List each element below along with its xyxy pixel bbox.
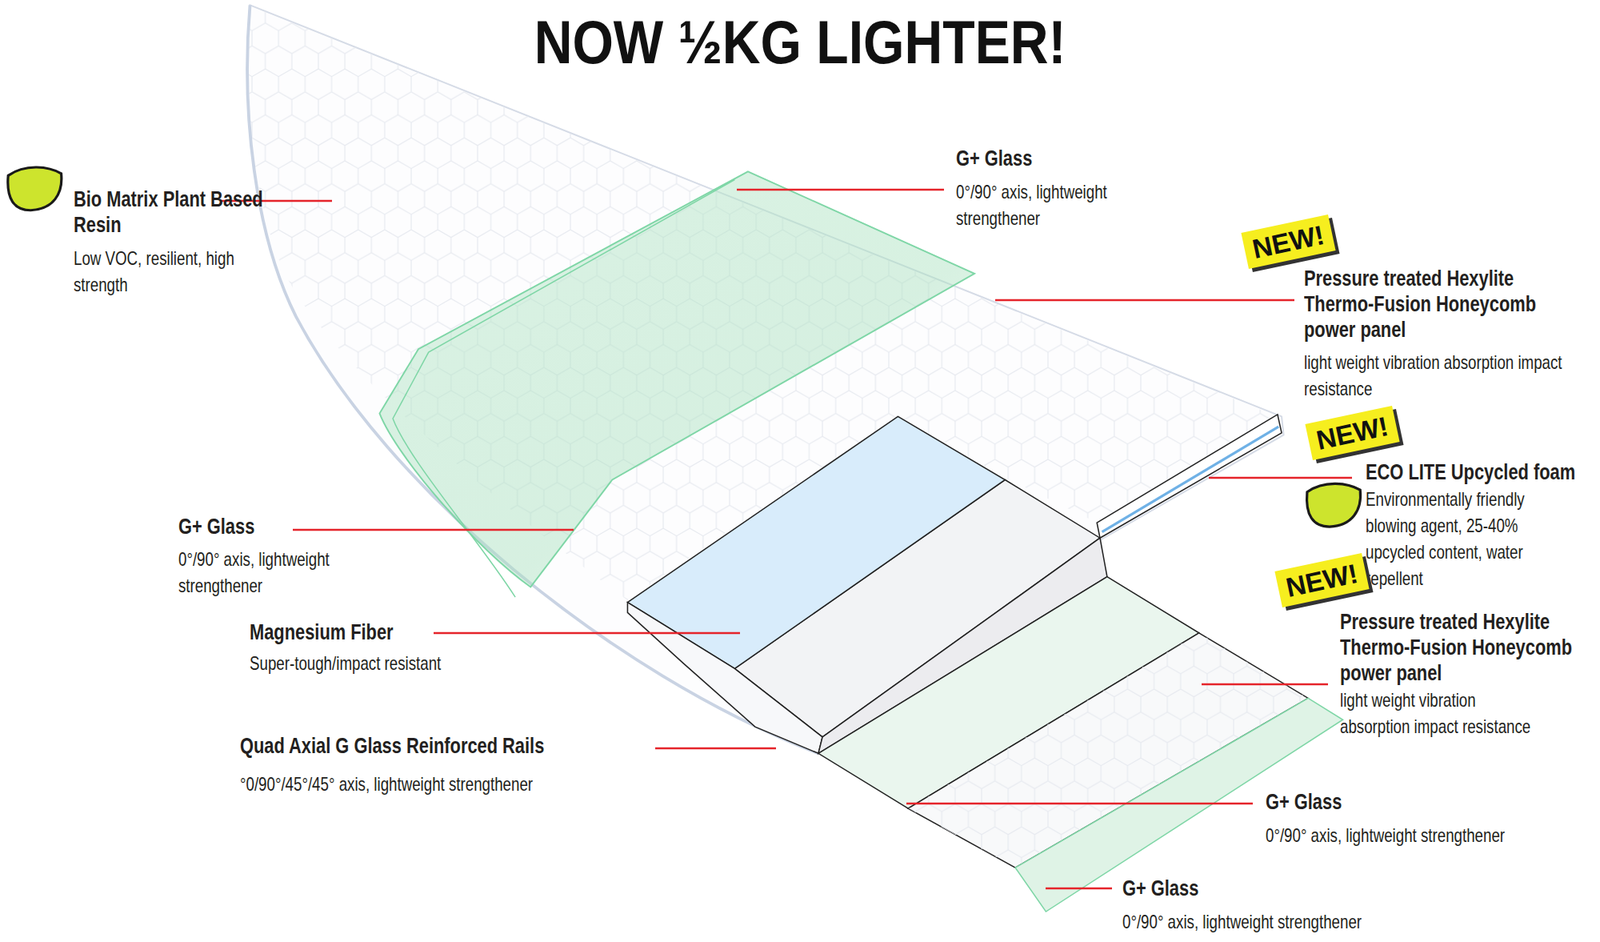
callout-text: Environmentally friendly blowing agent, …: [1365, 485, 1566, 592]
callout-heading: Magnesium Fiber: [249, 619, 394, 645]
callout-text: Low VOC, resilient, high strength: [73, 244, 243, 298]
callout-heading: Pressure treated Hexylite Thermo-Fusion …: [1340, 608, 1587, 686]
callout-heading: Bio Matrix Plant Based Resin: [73, 186, 268, 238]
magnesium-panel: [627, 416, 1005, 668]
callout-heading: G+ Glass: [1265, 788, 1342, 815]
glass-sheet-edge: [392, 179, 735, 597]
rail-side: [627, 602, 823, 754]
diagram-title: NOW ½KG LIGHTER!: [534, 8, 1067, 77]
callout-heading: G+ Glass: [178, 513, 255, 540]
callout-text: 0°/90° axis, lightweight strengthener: [1265, 821, 1505, 848]
deck-skin: [1096, 414, 1282, 538]
badge-text: NEW!: [1282, 556, 1360, 604]
callout-text: 0°/90° axis, lightweight strengthener: [178, 545, 404, 599]
title-container: NOW ½KG LIGHTER!: [0, 8, 1600, 77]
callout-heading: G+ Glass: [956, 145, 1032, 172]
leaf-icon: [8, 167, 62, 211]
leader-line: [1045, 887, 1112, 890]
callout-text: light weight vibration absorption impact…: [1340, 686, 1546, 740]
leader-line: [292, 528, 574, 532]
leader-line: [433, 632, 740, 635]
callout-heading: Quad Axial G Glass Reinforced Rails: [240, 732, 544, 759]
leader-line: [995, 299, 1295, 302]
deck-skin-blue: [1102, 426, 1280, 532]
new-badge: NEW!: [1274, 552, 1369, 608]
callout-text: Super-tough/impact resistant: [249, 649, 441, 676]
callout-heading: Pressure treated Hexylite Thermo-Fusion …: [1304, 265, 1554, 343]
leaf-icon: [1307, 483, 1361, 527]
bottom-glass-sheet: [1015, 697, 1343, 912]
new-badge: NEW!: [1240, 214, 1336, 269]
callout-heading: G+ Glass: [1122, 875, 1199, 901]
callout-text: 0°/90° axis, lightweight strengthener: [1122, 908, 1362, 935]
badge-text: NEW!: [1312, 408, 1391, 457]
badge-text: NEW!: [1248, 217, 1327, 266]
leader-line: [655, 747, 776, 750]
callout-text: °0/90°/45°/45° axis, lightweight strengt…: [240, 770, 533, 797]
leader-line: [736, 188, 944, 192]
leader-line: [1201, 683, 1328, 686]
leader-line: [906, 802, 1253, 805]
leader-line: [1208, 476, 1352, 480]
callout-text: 0°/90° axis, lightweight strengthener: [956, 178, 1181, 232]
new-badge: NEW!: [1304, 405, 1400, 460]
callout-text: light weight vibration absorption impact…: [1304, 348, 1572, 402]
callout-heading: ECO LITE Upcycled foam: [1365, 459, 1576, 485]
